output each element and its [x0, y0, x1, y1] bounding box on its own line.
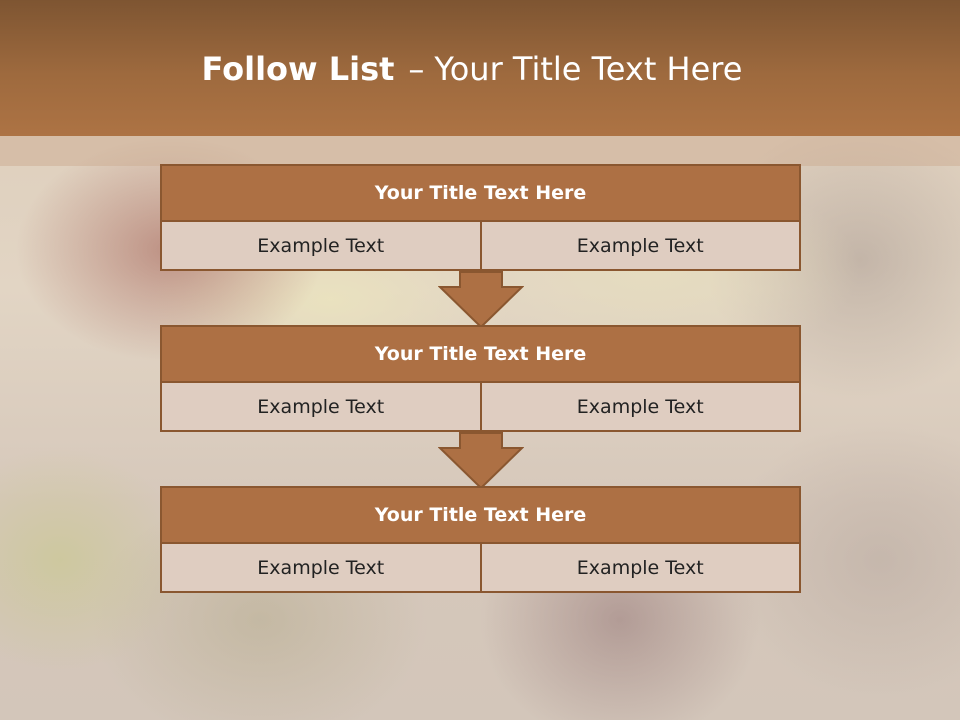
slide-title-separator: –	[408, 50, 425, 88]
block-cell-left: Example Text	[162, 383, 480, 430]
slide-title-rest: Your Title Text Here	[434, 50, 743, 88]
arrow-down-icon	[438, 432, 524, 490]
header-band	[0, 136, 960, 166]
block-title: Your Title Text Here	[160, 164, 801, 222]
block-cell-right: Example Text	[479, 544, 799, 591]
block-title: Your Title Text Here	[160, 486, 801, 544]
block-row: Example Text Example Text	[160, 544, 801, 593]
block-cell-left: Example Text	[162, 544, 480, 591]
block-cell-right: Example Text	[479, 383, 799, 430]
block-title: Your Title Text Here	[160, 325, 801, 383]
arrow-down-icon	[438, 271, 524, 329]
list-block-3: Your Title Text Here Example Text Exampl…	[160, 486, 801, 593]
block-cell-right: Example Text	[479, 222, 799, 269]
block-row: Example Text Example Text	[160, 383, 801, 432]
block-row: Example Text Example Text	[160, 222, 801, 271]
list-block-2: Your Title Text Here Example Text Exampl…	[160, 325, 801, 432]
block-cell-left: Example Text	[162, 222, 480, 269]
header-bar	[0, 0, 960, 136]
list-block-1: Your Title Text Here Example Text Exampl…	[160, 164, 801, 271]
slide-title: Follow List–Your Title Text Here	[0, 50, 944, 88]
slide-title-bold: Follow List	[201, 50, 395, 88]
